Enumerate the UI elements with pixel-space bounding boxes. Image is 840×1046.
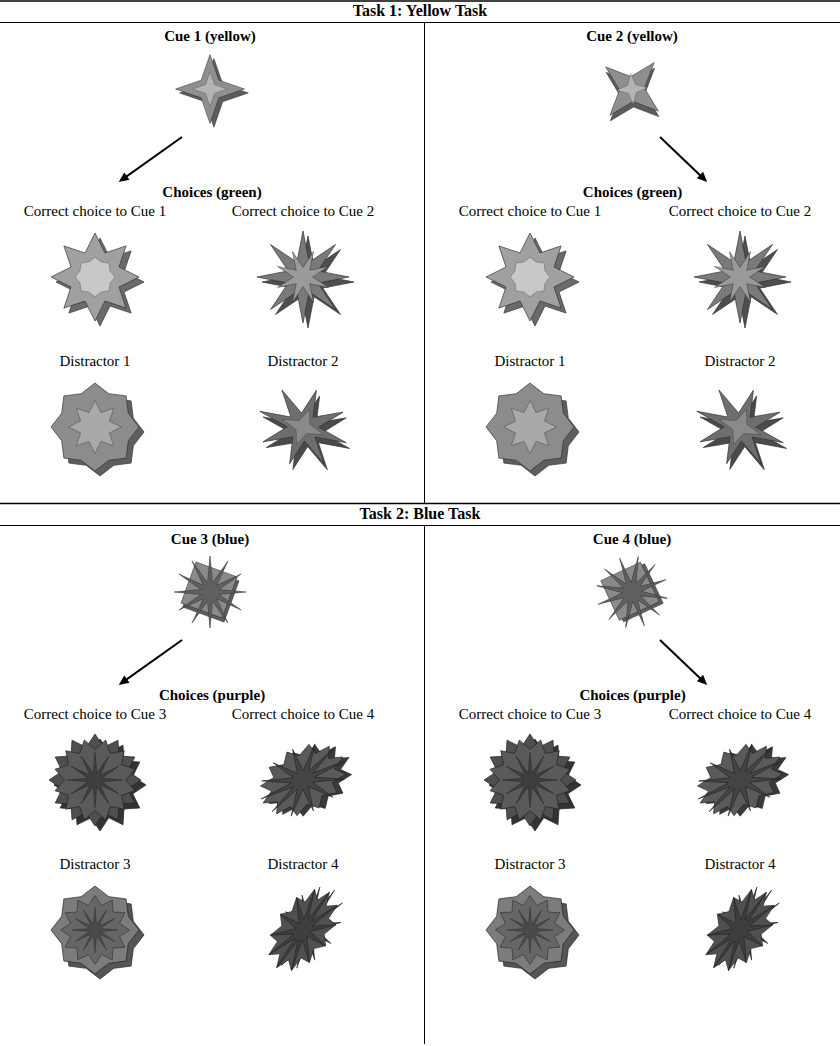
choice-shape (240, 723, 366, 838)
cue-shape (174, 556, 246, 628)
arrow-head (697, 172, 707, 182)
task-heading: Task 1: Yellow Task (353, 0, 487, 22)
cue-label: Cue 1 (yellow) (164, 27, 256, 45)
column-divider (424, 526, 425, 1045)
choice-label: Correct choice to Cue 2 (232, 202, 374, 220)
distractor-shape (254, 872, 357, 985)
distractor-shape (691, 872, 794, 985)
choice-box: Distractor 4 (208, 855, 398, 995)
choices-group: Choices (green)Correct choice to Cue 1 Co… (0, 182, 424, 494)
table-rule (0, 503, 840, 505)
task-header-band: Task 1: Yellow TaskCue 1 (yellow) Choices… (0, 0, 840, 503)
choice-shape (694, 231, 791, 328)
distractor-shape (51, 886, 144, 979)
choice-box: Distractor 1 (0, 352, 190, 492)
choice-box: Distractor 2 (645, 352, 835, 492)
choice-shape (677, 723, 803, 838)
choice-label: Distractor 1 (59, 352, 130, 370)
choice-label: Distractor 4 (704, 855, 775, 873)
distractor-shape (486, 383, 579, 476)
choice-box: Distractor 3 (435, 855, 625, 995)
table-rule (0, 0, 840, 2)
table-rule (0, 525, 840, 526)
choice-box: Correct choice to Cue 3 (435, 705, 625, 845)
choice-box: Correct choice to Cue 3 (0, 705, 190, 845)
arrow-head (697, 675, 707, 685)
cue-arrow (119, 137, 182, 182)
choice-label: Correct choice to Cue 1 (459, 202, 601, 220)
choices-group: Choices (purple)Correct choice to Cue 3 C… (425, 685, 840, 997)
distractor-shape (682, 375, 801, 486)
choice-label: Distractor 1 (494, 352, 565, 370)
cue-box: Cue 2 (yellow) (562, 27, 702, 137)
choice-box: Correct choice to Cue 2 (208, 202, 398, 342)
choice-label: Distractor 4 (267, 855, 338, 873)
choice-box: Correct choice to Cue 1 (435, 202, 625, 342)
cue-shape (581, 41, 683, 143)
arrow-shaft (125, 640, 182, 680)
cue-arrow (119, 640, 182, 685)
choice-label: Correct choice to Cue 1 (24, 202, 166, 220)
choices-heading: Choices (purple) (159, 685, 265, 705)
cue-box: Cue 3 (blue) (140, 530, 280, 640)
cue-arrow (660, 640, 707, 685)
choice-label: Distractor 3 (59, 855, 130, 873)
task-header-band: Task 2: Blue TaskCue 3 (blue) Choices (pu… (0, 503, 840, 1046)
cue-label: Cue 4 (blue) (593, 530, 671, 548)
distractor-shape (245, 375, 364, 486)
choice-shape (486, 233, 579, 326)
cue-arrow (660, 137, 707, 182)
arrow-head (119, 173, 130, 182)
choice-label: Correct choice to Cue 4 (669, 705, 811, 723)
choice-label: Distractor 3 (494, 855, 565, 873)
cue-label: Cue 2 (yellow) (586, 27, 678, 45)
choice-label: Correct choice to Cue 2 (669, 202, 811, 220)
choices-heading: Choices (green) (583, 182, 682, 202)
choice-shape (257, 231, 354, 328)
choice-box: Correct choice to Cue 4 (208, 705, 398, 845)
distractor-shape (51, 383, 144, 476)
choice-label: Distractor 2 (704, 352, 775, 370)
task-heading: Task 2: Blue Task (360, 503, 481, 525)
distractor-shape (486, 886, 579, 979)
choices-group: Choices (purple)Correct choice to Cue 3 C… (0, 685, 424, 997)
choice-label: Correct choice to Cue 3 (459, 705, 601, 723)
arrow-shaft (125, 137, 182, 177)
choice-label: Correct choice to Cue 3 (24, 705, 166, 723)
choice-shape (51, 233, 144, 326)
cue-box: Cue 4 (blue) (562, 530, 702, 640)
choice-box: Distractor 2 (208, 352, 398, 492)
choices-group: Choices (green)Correct choice to Cue 1 Co… (425, 182, 840, 494)
choice-label: Correct choice to Cue 4 (232, 705, 374, 723)
arrow-head (119, 676, 130, 685)
table-rule (0, 22, 840, 23)
choice-label: Distractor 2 (267, 352, 338, 370)
choices-heading: Choices (green) (162, 182, 261, 202)
choice-box: Distractor 3 (0, 855, 190, 995)
cue-shape (176, 55, 249, 128)
choice-box: Correct choice to Cue 4 (645, 705, 835, 845)
choice-shape (479, 729, 581, 831)
choice-box: Distractor 1 (435, 352, 625, 492)
cue-box: Cue 1 (yellow) (140, 27, 280, 137)
cue-label: Cue 3 (blue) (171, 530, 249, 548)
choice-box: Correct choice to Cue 1 (0, 202, 190, 342)
column-divider (424, 23, 425, 504)
choice-box: Distractor 4 (645, 855, 835, 995)
arrow-shaft (660, 640, 701, 679)
cue-shape (590, 550, 673, 633)
arrow-shaft (660, 137, 701, 176)
choice-shape (44, 729, 146, 831)
choice-box: Correct choice to Cue 2 (645, 202, 835, 342)
choices-heading: Choices (purple) (579, 685, 685, 705)
